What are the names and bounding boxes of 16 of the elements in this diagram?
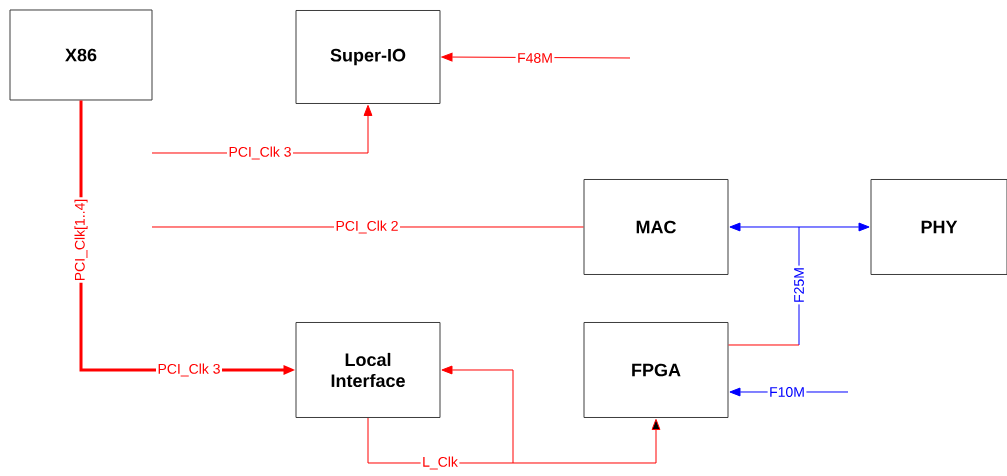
block-box: FPGA [583,322,729,418]
block-box: PHY [870,179,1007,275]
edge-label: PCI_Clk 3 [227,145,293,161]
edge-label: L_Clk [420,455,460,471]
block-box: Super-IO [295,10,441,104]
arrow [728,222,870,346]
edge-label: F48M [515,51,555,65]
block-box: Local Interface [295,322,441,418]
block-box: MAC [583,179,729,275]
block-box: X86 [9,9,153,101]
edge-label: PCI_Clk 2 [334,219,400,235]
signal-label: PCI_Clk 3 [156,362,222,378]
edge-label: F10M [767,385,807,399]
edge-label: F25M [792,265,806,305]
arrow [367,365,661,464]
edge-label: PCI_Clk[1..4] [73,197,90,283]
